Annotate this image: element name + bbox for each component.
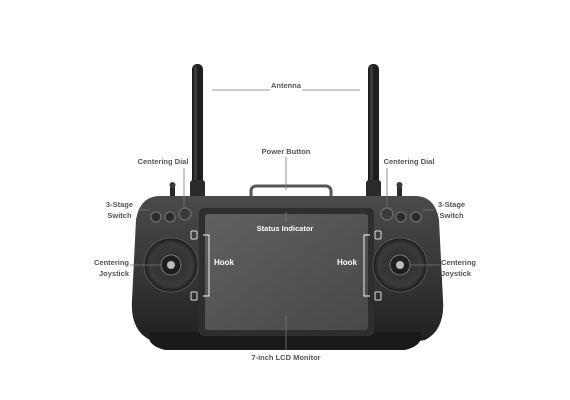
joystick-right — [372, 237, 428, 293]
hook-clip-left-top — [190, 230, 198, 240]
button-right-1 — [395, 211, 407, 223]
button-left-2 — [164, 211, 176, 223]
centering-joystick-left-label: Centering Joystick — [93, 258, 129, 278]
antenna-label: Antenna — [271, 81, 301, 90]
hook-clip-left-bottom — [190, 291, 198, 301]
centering-dial-right — [380, 207, 394, 221]
antenna-right — [366, 64, 381, 198]
centering-dial-right-label: Centering Dial — [383, 157, 435, 166]
button-left-1 — [150, 211, 162, 223]
centering-joystick-right-label: Centering Joystick — [441, 258, 477, 278]
centering-dial-left — [178, 207, 192, 221]
toggle-switch-right — [396, 182, 403, 198]
hook-clip-right-bottom — [374, 291, 382, 301]
hook-brackets — [203, 234, 370, 297]
lcd-monitor — [205, 214, 368, 330]
centering-dial-left-label: Centering Dial — [137, 157, 189, 166]
hook-left-label: Hook — [214, 258, 234, 267]
joystick-left — [143, 237, 199, 293]
hook-right-label: Hook — [337, 258, 357, 267]
power-button-label: Power Button — [261, 147, 311, 156]
leader-lines — [130, 89, 440, 350]
button-right-2 — [410, 211, 422, 223]
three-stage-switch-left-label: 3-Stage Switch — [105, 200, 133, 220]
lcd-monitor-label: 7-inch LCD Monitor — [251, 353, 321, 362]
status-indicator-label: Status Indicator — [256, 224, 314, 233]
antenna-left — [190, 64, 205, 198]
hook-clip-right-top — [374, 230, 382, 240]
three-stage-switch-right-label: 3-Stage Switch — [438, 200, 466, 220]
toggle-switch-left — [169, 182, 176, 198]
